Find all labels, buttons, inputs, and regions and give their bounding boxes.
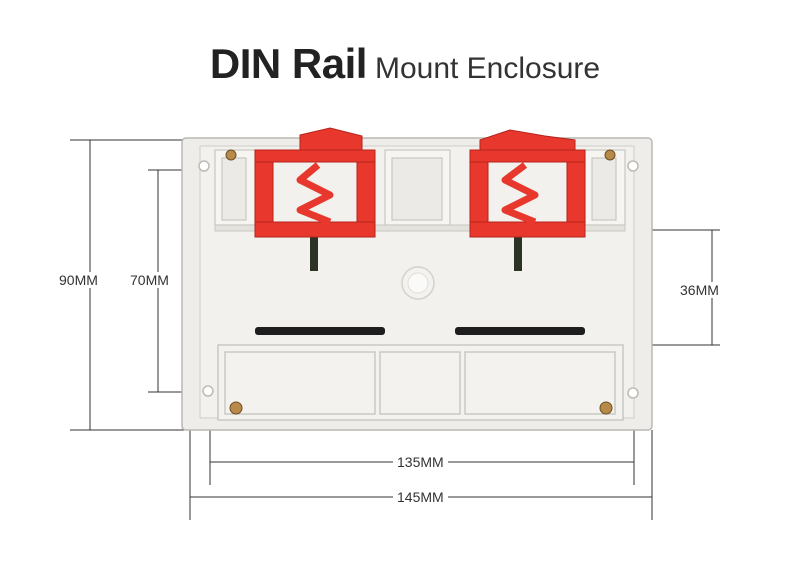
dim-rail-height: 36MM: [676, 282, 723, 298]
screws: [225, 149, 616, 415]
pcb-edge-right: [514, 225, 522, 271]
din-clip-left: [254, 127, 376, 238]
title-bold: DIN Rail: [209, 40, 368, 87]
bottom-compartments: [217, 344, 624, 421]
pcb-edge-left: [310, 225, 318, 271]
dim-height-inner: 70MM: [126, 272, 173, 288]
mounting-holes: [198, 160, 639, 399]
dim-width-inner: 135MM: [393, 454, 448, 470]
title-light: Mount Enclosure: [374, 52, 601, 85]
top-compartments: [214, 149, 626, 226]
dim-width-outer: 145MM: [393, 489, 448, 505]
dim-height-outer: 90MM: [55, 272, 102, 288]
din-clip-right: [469, 129, 586, 238]
